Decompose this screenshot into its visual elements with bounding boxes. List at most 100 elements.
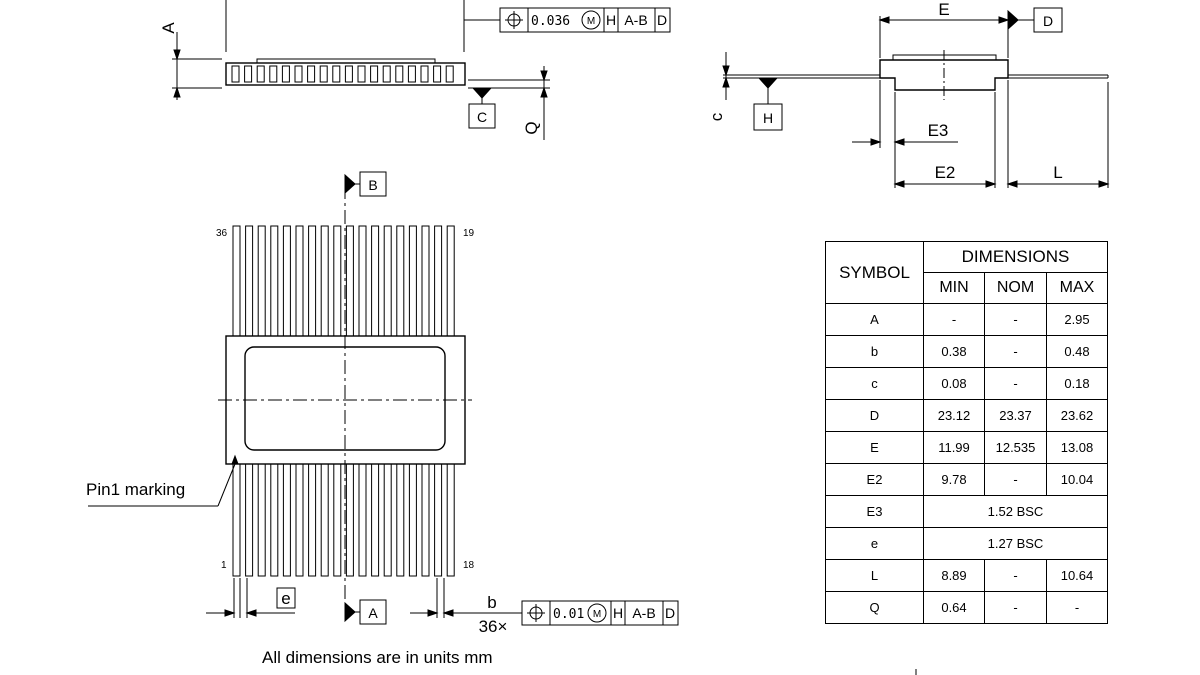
lead <box>345 225 354 337</box>
lead <box>371 225 380 337</box>
nom-cell: - <box>984 367 1047 400</box>
lead <box>232 225 241 337</box>
lead-end <box>382 65 391 83</box>
min-cell: 11.99 <box>923 431 985 464</box>
lead-end <box>269 65 278 83</box>
end-view <box>722 7 1110 188</box>
pin-1-label: 1 <box>221 560 227 571</box>
top-fcf-ref-2: A-B <box>632 605 655 621</box>
side-fcf-ref-1: H <box>606 12 616 28</box>
max-cell: 2.95 <box>1046 303 1108 336</box>
lead-end <box>307 65 316 83</box>
lead <box>295 463 304 577</box>
lead-end <box>420 65 429 83</box>
lead <box>396 463 405 577</box>
pin-36-label: 36 <box>216 228 228 239</box>
max-cell: 0.18 <box>1046 367 1108 400</box>
lead <box>333 225 342 337</box>
symbol-cell: b <box>825 335 924 368</box>
lead <box>434 225 443 337</box>
dim-A-label: A <box>159 22 178 34</box>
lead-end <box>433 65 442 83</box>
lead <box>383 225 392 337</box>
units-note: All dimensions are in units mm <box>262 648 493 667</box>
lead-end <box>244 65 253 83</box>
lead <box>257 463 266 577</box>
lead <box>295 225 304 337</box>
datum-C-label: C <box>477 109 487 125</box>
lead <box>358 225 367 337</box>
lead-end <box>395 65 404 83</box>
nom-cell: 23.37 <box>984 399 1047 432</box>
dim-E2-label: E2 <box>935 163 956 182</box>
max-cell: - <box>1046 591 1108 624</box>
lead <box>257 225 266 337</box>
nom-cell: - <box>984 303 1047 336</box>
lead <box>408 225 417 337</box>
top-view <box>88 171 679 626</box>
side-fcf-ref-3: D <box>657 12 667 28</box>
max-cell: 23.62 <box>1046 399 1108 432</box>
side-fcf-ref-2: A-B <box>624 12 647 28</box>
lead-end <box>231 65 240 83</box>
lead <box>270 225 279 337</box>
min-cell: 9.78 <box>923 463 985 496</box>
lead-count-label: 36× <box>479 617 508 636</box>
lead <box>446 463 455 577</box>
max-header: MAX <box>1046 272 1108 304</box>
nom-cell: - <box>984 463 1047 496</box>
symbol-cell: e <box>825 527 924 560</box>
lead <box>308 463 317 577</box>
min-cell: - <box>923 303 985 336</box>
lead <box>358 463 367 577</box>
lead <box>383 463 392 577</box>
datum-A-label: A <box>368 605 378 621</box>
lead <box>434 463 443 577</box>
lead <box>408 463 417 577</box>
pitch-e-label: e <box>281 589 290 608</box>
pin-18-label: 18 <box>463 560 475 571</box>
lead <box>446 225 455 337</box>
nom-cell: - <box>984 591 1047 624</box>
dim-L-label: L <box>1053 163 1062 182</box>
symbol-cell: E <box>825 431 924 464</box>
lead-end <box>344 65 353 83</box>
lead <box>308 225 317 337</box>
symbol-cell: A <box>825 303 924 336</box>
bsc-value-cell: 1.52 BSC <box>923 495 1108 528</box>
top-fcf-ref-3: D <box>665 605 675 621</box>
bottom-pins <box>232 463 455 577</box>
pin1-marking-label: Pin1 marking <box>86 480 185 499</box>
lead <box>396 225 405 337</box>
max-cell: 10.64 <box>1046 559 1108 592</box>
lead-end <box>281 65 290 83</box>
lead-end <box>294 65 303 83</box>
bsc-value-cell: 1.27 BSC <box>923 527 1108 560</box>
max-cell: 13.08 <box>1046 431 1108 464</box>
lead <box>421 463 430 577</box>
top-fcf-frame <box>521 600 679 626</box>
nom-cell: - <box>984 335 1047 368</box>
lead <box>245 225 254 337</box>
datum-B-label: B <box>368 177 377 193</box>
top-fcf-ref-1: H <box>613 605 623 621</box>
nom-cell: 12.535 <box>984 431 1047 464</box>
lead-end <box>319 65 328 83</box>
lead-end <box>445 65 454 83</box>
lead <box>245 463 254 577</box>
side-fcf-frame <box>499 7 671 33</box>
lead <box>232 463 241 577</box>
dim-Q-label: Q <box>522 121 541 134</box>
lead-end <box>370 65 379 83</box>
symbol-header: SYMBOL <box>825 241 924 304</box>
nom-header: NOM <box>984 272 1047 304</box>
symbol-cell: L <box>825 559 924 592</box>
min-cell: 0.64 <box>923 591 985 624</box>
